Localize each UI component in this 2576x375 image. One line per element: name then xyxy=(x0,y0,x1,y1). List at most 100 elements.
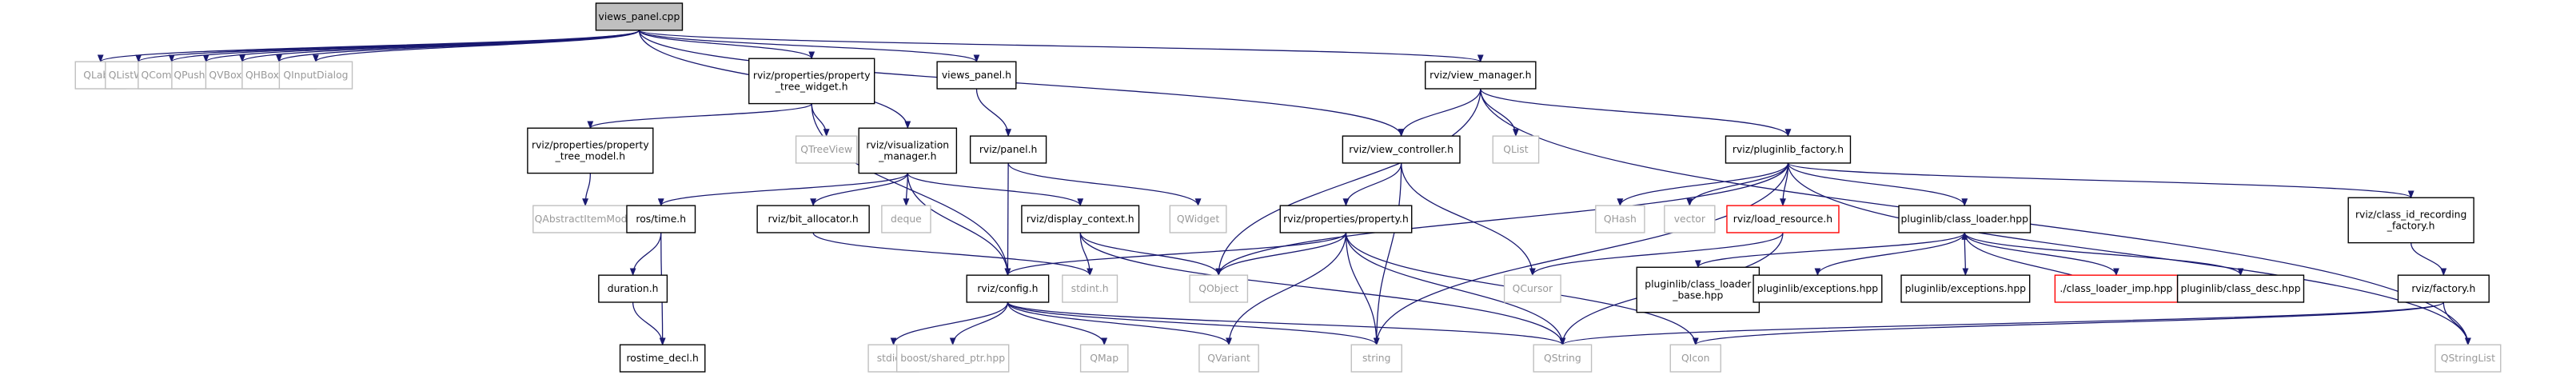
edge-load_resource-to-QCursor xyxy=(1529,232,1784,277)
node-panel_h[interactable]: rviz/panel.h xyxy=(969,135,1047,164)
node-label-QHash-line-0: QHash xyxy=(1604,213,1637,225)
node-box-vector xyxy=(1664,205,1716,233)
edge-property_h-to-QObject xyxy=(1215,232,1347,277)
edge-pluginlib_factory-to-class_id_recording xyxy=(1787,162,2415,199)
edge-class_loader_hpp-to-exceptions1 xyxy=(1814,232,1965,277)
edge-display_context-to-QString xyxy=(1079,232,1566,346)
edge-view_controller-to-string xyxy=(1373,162,1402,346)
node-label-class_loader_base-line-0: pluginlib/class_loader xyxy=(1645,278,1752,289)
node-config_h[interactable]: rviz/config.h xyxy=(966,274,1050,303)
node-pluginlib_factory[interactable]: rviz/pluginlib_factory.h xyxy=(1725,135,1852,164)
edge-views_panel_cpp-to-QListWidget xyxy=(135,30,640,63)
node-property_tree_widget[interactable]: rviz/properties/property_tree_widget.h xyxy=(748,58,875,105)
edge-property_h-to-QString xyxy=(1345,232,1566,346)
node-label-string-line-0: string xyxy=(1362,353,1390,364)
node-label-class_desc-line-0: pluginlib/class_desc.hpp xyxy=(2180,283,2300,294)
node-QHash: QHash xyxy=(1595,205,1645,233)
node-box-rostime_decl xyxy=(619,344,706,373)
node-stdint: stdint.h xyxy=(1062,274,1119,303)
node-box-QIcon xyxy=(1669,344,1721,373)
node-ros_time[interactable]: ros/time.h xyxy=(626,205,696,233)
node-property_h[interactable]: rviz/properties/property.h xyxy=(1279,205,1413,233)
node-label-QList-line-0: QList xyxy=(1503,144,1528,155)
edge-pluginlib_factory-to-QStringList xyxy=(1787,162,2471,346)
node-label-vector-line-0: vector xyxy=(1674,213,1706,225)
node-rostime_decl[interactable]: rostime_decl.h xyxy=(619,344,706,373)
node-label-duration-line-0: duration.h xyxy=(608,283,659,294)
node-box-panel_h xyxy=(969,135,1047,164)
edge-views_panel_cpp-to-view_controller xyxy=(638,30,1405,138)
node-box-ros_time xyxy=(626,205,696,233)
edge-views_panel_cpp-to-QInputDialog xyxy=(313,30,640,63)
node-view_manager[interactable]: rviz/view_manager.h xyxy=(1425,61,1537,90)
edge-views_panel_cpp-to-QHBoxLayout xyxy=(276,30,640,63)
node-box-view_manager xyxy=(1425,61,1537,90)
node-display_context[interactable]: rviz/display_context.h xyxy=(1021,205,1140,233)
node-label-property_tree_model-line-0: rviz/properties/property xyxy=(532,139,649,150)
node-label-QString-line-0: QString xyxy=(1544,353,1581,364)
edge-pluginlib_factory-to-class_loader_hpp xyxy=(1787,162,1968,207)
node-label-shared_ptr-line-0: boost/shared_ptr.hpp xyxy=(900,353,1005,364)
node-QInputDialog: QInputDialog xyxy=(278,61,353,90)
edges-layer xyxy=(98,30,2471,346)
node-class_id_recording[interactable]: rviz/class_id_recording_factory.h xyxy=(2347,197,2474,244)
edge-property_tree_widget-to-config_h xyxy=(811,103,1011,277)
edge-visualization_manager-to-bit_allocator xyxy=(810,173,908,207)
node-box-property_tree_model xyxy=(527,127,654,174)
edge-property_h-to-config_h xyxy=(1004,232,1347,277)
node-rviz_factory[interactable]: rviz/factory.h xyxy=(2397,274,2490,303)
node-box-views_panel_cpp xyxy=(595,2,684,31)
node-view_controller[interactable]: rviz/view_controller.h xyxy=(1342,135,1461,164)
node-shared_ptr: boost/shared_ptr.hpp xyxy=(895,344,1010,373)
edge-views_panel_cpp-to-QComboBox xyxy=(169,30,640,63)
node-label-views_panel_h-line-0: views_panel.h xyxy=(942,70,1011,81)
node-label-display_context-line-0: rviz/display_context.h xyxy=(1027,213,1134,225)
node-load_resource[interactable]: rviz/load_resource.h xyxy=(1726,205,1840,233)
node-box-QHash xyxy=(1595,205,1645,233)
node-class_loader_imp[interactable]: ./class_loader_imp.hpp xyxy=(2054,274,2179,303)
edge-property_tree_widget-to-property_tree_model xyxy=(587,102,812,130)
node-box-exceptions1 xyxy=(1753,274,1883,303)
node-QAbstractItemModel: QAbstractItemModel xyxy=(532,205,639,233)
node-bit_allocator[interactable]: rviz/bit_allocator.h xyxy=(756,205,870,233)
node-views_panel_cpp[interactable]: views_panel.cpp xyxy=(595,2,684,31)
edge-pluginlib_factory-to-QObject xyxy=(1215,162,1789,277)
edge-view_manager-to-view_controller xyxy=(1398,88,1481,138)
edge-views_panel_cpp-to-QVBoxLayout xyxy=(239,30,640,63)
node-box-QList xyxy=(1492,135,1540,164)
node-exceptions1[interactable]: pluginlib/exceptions.hpp xyxy=(1753,274,1883,303)
node-label-QWidget-line-0: QWidget xyxy=(1177,213,1219,225)
node-label-views_panel_cpp-line-0: views_panel.cpp xyxy=(599,11,680,22)
node-deque: deque xyxy=(881,205,931,233)
edge-class_loader_hpp-to-class_loader_base xyxy=(1694,232,1965,269)
edge-views_panel_cpp-to-QLabel xyxy=(98,30,640,63)
node-property_tree_model[interactable]: rviz/properties/property_tree_model.h xyxy=(527,127,654,174)
node-box-string xyxy=(1350,344,1402,373)
edge-views_panel_cpp-to-views_panel_h xyxy=(638,30,980,63)
edge-display_context-to-stdint xyxy=(1079,232,1094,277)
node-label-rviz_factory-line-0: rviz/factory.h xyxy=(2411,283,2475,294)
node-QStringList: QStringList xyxy=(2434,344,2502,373)
node-class_loader_hpp[interactable]: pluginlib/class_loader.hpp xyxy=(1898,205,2032,233)
node-label-QStringList-line-0: QStringList xyxy=(2441,353,2495,364)
node-class_loader_base[interactable]: pluginlib/class_loader_base.hpp xyxy=(1636,266,1761,313)
nodes-layer: views_panel.cppQLabelQListWidgetQComboBo… xyxy=(74,2,2502,373)
node-class_desc[interactable]: pluginlib/class_desc.hpp xyxy=(2176,274,2305,303)
edge-config_h-to-shared_ptr xyxy=(949,301,1009,346)
node-box-QStringList xyxy=(2434,344,2502,373)
node-box-class_loader_imp xyxy=(2054,274,2179,303)
node-box-QMap xyxy=(1079,344,1129,373)
node-box-QCursor xyxy=(1503,274,1561,303)
edge-config_h-to-stdio xyxy=(890,301,1009,346)
edge-views_panel_cpp-to-view_manager xyxy=(638,30,1484,63)
node-box-stdint xyxy=(1062,274,1119,303)
node-duration[interactable]: duration.h xyxy=(598,274,668,303)
edge-pluginlib_factory-to-QHash xyxy=(1617,162,1789,207)
node-views_panel_h[interactable]: views_panel.h xyxy=(936,61,1017,90)
node-box-duration xyxy=(598,274,668,303)
node-visualization_manager[interactable]: rviz/visualization_manager.h xyxy=(858,127,958,174)
node-exceptions2[interactable]: pluginlib/exceptions.hpp xyxy=(1900,274,2031,303)
edge-visualization_manager-to-ros_time xyxy=(657,173,908,207)
node-label-rostime_decl-line-0: rostime_decl.h xyxy=(626,353,698,364)
